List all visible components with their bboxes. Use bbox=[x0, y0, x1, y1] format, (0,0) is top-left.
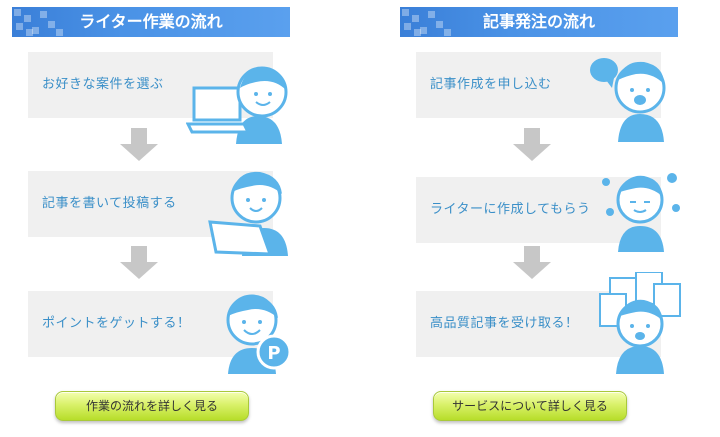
down-arrow-icon bbox=[120, 246, 158, 280]
writer-flow-header: ライター作業の流れ bbox=[12, 7, 290, 37]
down-arrow-icon bbox=[513, 128, 551, 162]
writer-writing-icon bbox=[208, 171, 288, 256]
svg-text:P: P bbox=[267, 343, 280, 364]
header-pattern bbox=[400, 7, 470, 37]
writer-step-label: ポイントをゲットする！ bbox=[42, 316, 191, 331]
down-arrow-icon bbox=[513, 246, 551, 280]
writer-flow-details-button[interactable]: 作業の流れを詳しく見る bbox=[55, 391, 249, 421]
client-speech-icon bbox=[590, 58, 666, 142]
writer-step-label: お好きな案件を選ぶ bbox=[42, 77, 164, 92]
order-step-label: 記事作成を申し込む bbox=[430, 77, 552, 92]
writer-point-coin-icon: P bbox=[226, 294, 292, 374]
client-thinking-icon bbox=[602, 173, 680, 252]
order-step-label: ライターに作成してもらう bbox=[430, 202, 591, 217]
writer-laptop-icon bbox=[186, 66, 288, 144]
order-flow-title: 記事発注の流れ bbox=[482, 12, 595, 31]
order-step-label: 高品質記事を受け取る！ bbox=[430, 316, 579, 331]
writer-flow-section: ライター作業の流れ お好きな案件を選ぶ 記事を書いて投稿する ポイントをゲットす… bbox=[12, 0, 312, 437]
client-documents-icon bbox=[599, 272, 681, 374]
writer-step-choose-job: お好きな案件を選ぶ bbox=[28, 52, 273, 118]
writer-flow-title: ライター作業の流れ bbox=[79, 12, 223, 31]
writer-step-label: 記事を書いて投稿する bbox=[42, 196, 177, 211]
header-pattern bbox=[12, 7, 82, 37]
service-details-button[interactable]: サービスについて詳しく見る bbox=[433, 391, 627, 421]
down-arrow-icon bbox=[120, 128, 158, 162]
order-flow-section: 記事発注の流れ 記事作成を申し込む ライターに作成してもらう 高品質記事を受け取… bbox=[400, 0, 700, 437]
order-flow-header: 記事発注の流れ bbox=[400, 7, 678, 37]
